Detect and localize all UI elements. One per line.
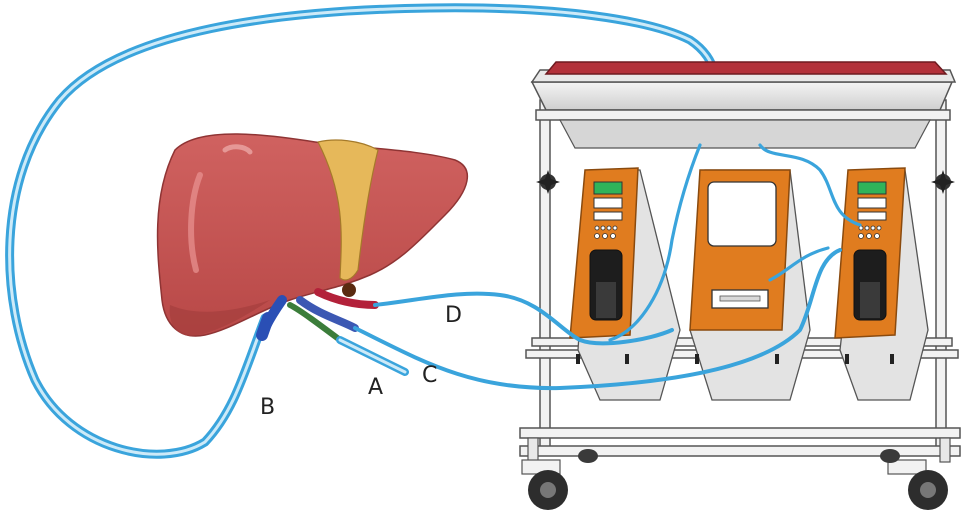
wheel-icon (522, 460, 568, 510)
star-knob-icon[interactable] (931, 170, 955, 194)
vessels (266, 292, 375, 340)
pump-module-left[interactable] (570, 168, 638, 338)
label-a: A (368, 375, 383, 400)
reservoir-tray (532, 62, 955, 148)
tube-a[interactable] (340, 340, 405, 372)
pump-module-right[interactable] (835, 168, 905, 338)
tube-b-cannula[interactable] (262, 318, 268, 335)
label-d: D (445, 303, 462, 328)
oxygenator-module-center[interactable] (690, 170, 790, 330)
wheel-icon (888, 460, 948, 510)
label-b: B (260, 395, 275, 420)
label-c: C (422, 363, 437, 388)
